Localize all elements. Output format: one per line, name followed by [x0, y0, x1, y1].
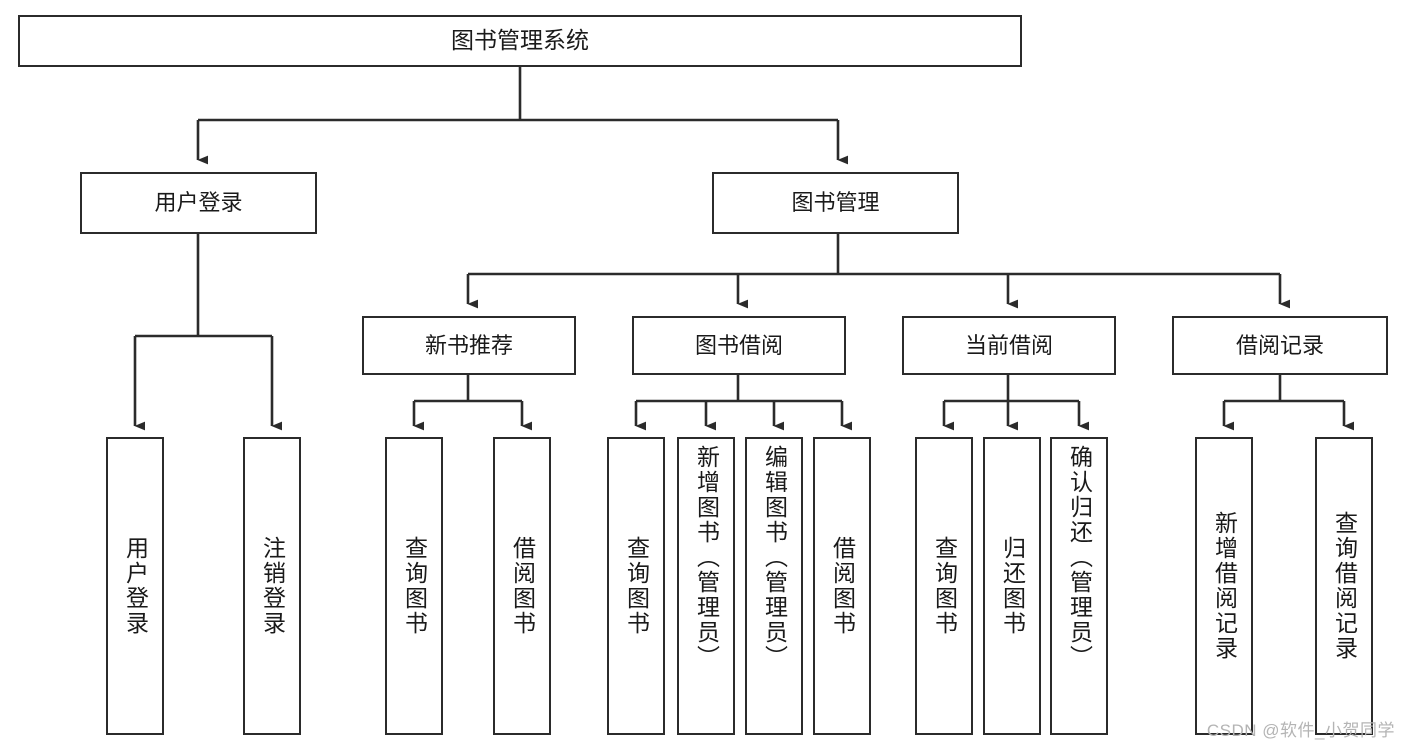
leaf-edit-book[interactable]: 编辑图书（管理员）	[745, 437, 803, 735]
node-user-login[interactable]: 用户登录	[80, 172, 317, 234]
edge-newbook-to-leaves	[412, 375, 533, 431]
leaf-query-record[interactable]: 查询借阅记录	[1315, 437, 1373, 735]
leaf-add-record-label: 新增借阅记录	[1211, 511, 1238, 661]
node-borrow-record[interactable]: 借阅记录	[1172, 316, 1388, 375]
leaf-query-book-2[interactable]: 查询图书	[607, 437, 665, 735]
node-root-system-label: 图书管理系统	[451, 27, 589, 54]
edge-bookmanagement-to-level3	[466, 234, 1291, 309]
edge-userlogin-to-leaves	[133, 234, 283, 431]
leaf-query-book-3-label: 查询图书	[931, 536, 958, 636]
edge-root-to-level2	[196, 67, 849, 165]
node-current-borrow-label: 当前借阅	[964, 332, 1053, 358]
leaf-add-record[interactable]: 新增借阅记录	[1195, 437, 1253, 735]
leaf-query-book-2-label: 查询图书	[623, 536, 650, 636]
edge-borrowrecord-to-leaves	[1222, 375, 1355, 431]
node-borrow-record-label: 借阅记录	[1235, 332, 1324, 358]
node-user-login-label: 用户登录	[154, 190, 243, 216]
node-book-management-label: 图书管理	[791, 190, 880, 216]
leaf-query-record-label: 查询借阅记录	[1331, 511, 1358, 661]
leaf-query-book-1[interactable]: 查询图书	[385, 437, 443, 735]
leaf-borrow-book-2-label: 借阅图书	[829, 536, 856, 636]
leaf-borrow-book-1[interactable]: 借阅图书	[493, 437, 551, 735]
node-new-book-recommend[interactable]: 新书推荐	[362, 316, 576, 375]
leaf-confirm-return[interactable]: 确认归还（管理员）	[1050, 437, 1108, 735]
watermark-text: CSDN @软件_小贺同学	[1206, 721, 1395, 740]
node-book-borrow[interactable]: 图书借阅	[632, 316, 846, 375]
leaf-logout[interactable]: 注销登录	[243, 437, 301, 735]
leaf-query-book-3[interactable]: 查询图书	[915, 437, 973, 735]
leaf-add-book[interactable]: 新增图书（管理员）	[677, 437, 735, 735]
node-current-borrow[interactable]: 当前借阅	[902, 316, 1116, 375]
leaf-confirm-return-label: 确认归还（管理员）	[1066, 445, 1093, 670]
node-root-system[interactable]: 图书管理系统	[18, 15, 1022, 67]
leaf-user-login-label: 用户登录	[122, 536, 149, 636]
edge-currentborrow-to-leaves	[942, 375, 1090, 431]
node-new-book-recommend-label: 新书推荐	[424, 332, 513, 358]
leaf-return-book-label: 归还图书	[999, 536, 1026, 636]
node-book-management[interactable]: 图书管理	[712, 172, 959, 234]
leaf-borrow-book-1-label: 借阅图书	[509, 536, 536, 636]
edge-bookborrow-to-leaves	[634, 375, 853, 431]
leaf-logout-label: 注销登录	[259, 536, 286, 636]
leaf-borrow-book-2[interactable]: 借阅图书	[813, 437, 871, 735]
leaf-query-book-1-label: 查询图书	[401, 536, 428, 636]
leaf-add-book-label: 新增图书（管理员）	[693, 445, 720, 670]
leaf-user-login[interactable]: 用户登录	[106, 437, 164, 735]
leaf-edit-book-label: 编辑图书（管理员）	[761, 445, 788, 670]
leaf-return-book[interactable]: 归还图书	[983, 437, 1041, 735]
node-book-borrow-label: 图书借阅	[694, 332, 783, 358]
